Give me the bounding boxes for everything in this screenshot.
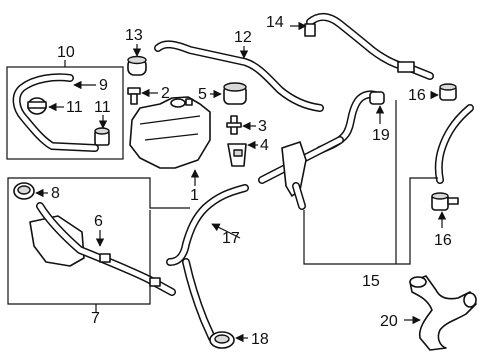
part-3-stud — [226, 115, 242, 135]
callout-5: 5 — [198, 86, 207, 103]
callout-17: 17 — [222, 230, 240, 247]
part-17-pipe — [166, 184, 249, 342]
callout-16b: 16 — [434, 232, 452, 249]
part-1-coolant-reservoir — [129, 96, 211, 169]
part-5-reservoir-cap — [223, 82, 247, 105]
callout-1: 1 — [190, 187, 199, 204]
callout-7: 7 — [91, 310, 100, 327]
callout-2: 2 — [161, 85, 170, 102]
part-14-pipe — [304, 13, 434, 80]
callout-4: 4 — [260, 137, 269, 154]
callout-18: 18 — [251, 331, 269, 348]
part-2-bolt — [127, 87, 141, 105]
callout-11a: 11 — [66, 99, 83, 116]
callout-10: 10 — [57, 44, 75, 61]
group-10-box: 10 — [6, 44, 124, 160]
callout-14: 14 — [266, 14, 284, 31]
part-16-clamp-b — [431, 192, 459, 211]
part-8-cap — [13, 182, 35, 200]
group-7-box: 7 — [7, 177, 190, 327]
part-13-cap — [127, 55, 147, 76]
callout-9: 9 — [99, 77, 108, 94]
callout-20: 20 — [380, 313, 398, 330]
part-20-hose — [409, 275, 477, 351]
part-4-mount — [227, 143, 247, 167]
part-16-hose — [434, 104, 474, 184]
callout-15: 15 — [362, 273, 380, 290]
part-15-tube-assembly — [258, 136, 344, 210]
part-18-clamp — [209, 331, 235, 349]
part-6-filler-neck — [29, 202, 176, 296]
callout-13: 13 — [125, 27, 143, 44]
part-9-hose — [12, 73, 99, 152]
part-11-clamp-a — [27, 97, 47, 115]
callout-11b: 11 — [94, 99, 111, 116]
part-11-clamp-b — [94, 127, 110, 146]
callout-12: 12 — [234, 29, 252, 46]
part-16-clamp-a — [439, 83, 457, 101]
part-12-pipe — [154, 40, 324, 112]
callout-6: 6 — [94, 213, 103, 230]
callout-19: 19 — [372, 127, 390, 144]
callout-8: 8 — [51, 185, 60, 202]
callout-3: 3 — [258, 118, 267, 135]
callout-16a: 16 — [408, 87, 426, 104]
